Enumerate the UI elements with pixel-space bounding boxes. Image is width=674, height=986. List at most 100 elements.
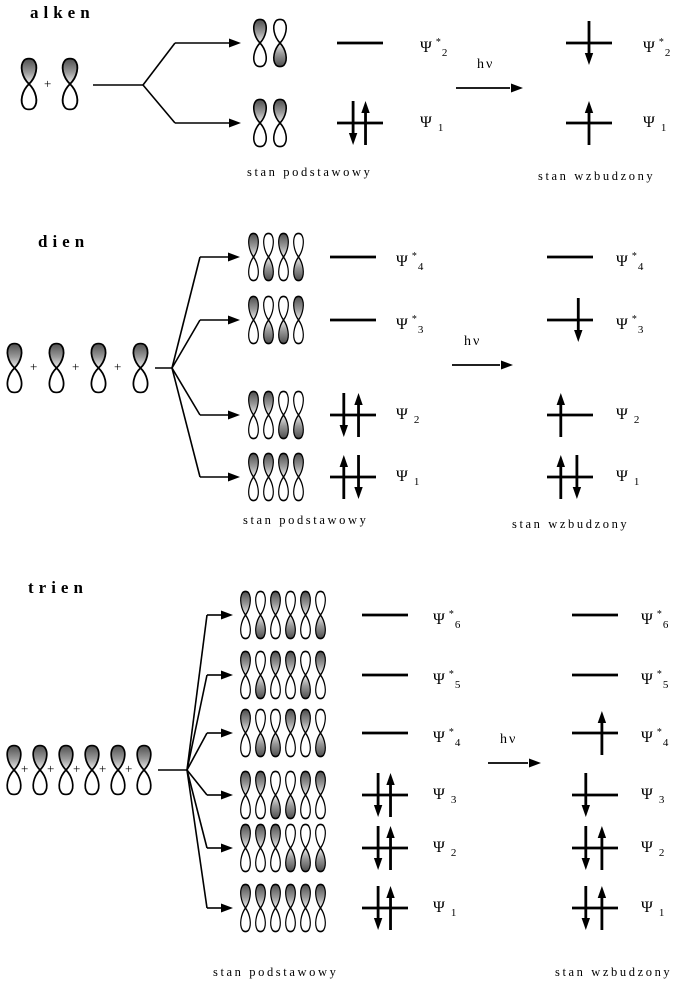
mo-orbital <box>300 770 311 820</box>
excited-orbital-label: Ψ*4 <box>641 722 668 754</box>
mo-orbital <box>255 823 266 873</box>
mo-orbital <box>270 708 281 758</box>
energy-level <box>572 711 618 755</box>
plus-sign: + <box>72 359 80 374</box>
electron-up-arrow <box>354 393 363 437</box>
electron-down-arrow <box>581 826 590 870</box>
hv-arrow <box>488 758 541 768</box>
alken-connectors <box>93 21 612 145</box>
orbital-index: 1 <box>450 907 457 919</box>
mo-orbital <box>270 650 281 700</box>
p-orbital <box>48 342 65 394</box>
p-orbital <box>136 744 152 796</box>
mo-orbital <box>270 770 281 820</box>
psi-symbol: Ψ <box>433 899 445 916</box>
energy-level <box>330 393 376 437</box>
electron-up-arrow <box>386 826 395 870</box>
electron-down-arrow <box>581 773 590 817</box>
mo-orbital <box>263 390 274 440</box>
p-orbital <box>58 744 74 796</box>
ground-state-caption: stan podstawowy <box>247 165 373 179</box>
dien-connectors <box>155 252 593 499</box>
energy-level <box>362 773 408 817</box>
hv-label: hν <box>477 57 495 72</box>
antibonding-star: * <box>448 727 454 738</box>
energy-level <box>330 455 376 499</box>
psi-symbol: Ψ <box>641 839 653 856</box>
mo-orbital <box>263 452 274 502</box>
section-title-alken: alken <box>30 3 95 22</box>
orbital-index: 3 <box>658 794 665 806</box>
electron-up-arrow <box>386 773 395 817</box>
mo-orbital <box>300 650 311 700</box>
mo-orbital <box>273 18 287 68</box>
mo-orbital <box>315 650 326 700</box>
plus-sign: + <box>30 359 38 374</box>
p-orbital <box>61 57 79 111</box>
mo-orbital <box>248 390 259 440</box>
energy-level <box>572 773 618 817</box>
section-title-trien: trien <box>28 578 88 597</box>
psi-symbol: Ψ <box>641 786 653 803</box>
trien-connectors <box>158 610 618 930</box>
orbital-index: 3 <box>637 324 644 336</box>
hv-arrow <box>452 360 513 370</box>
mo-orbital <box>315 823 326 873</box>
hv-label: hν <box>500 732 518 747</box>
psi-symbol: Ψ <box>641 611 653 628</box>
mo-orbital <box>255 590 266 640</box>
psi-symbol: Ψ <box>420 39 432 56</box>
electron-up-arrow <box>584 101 594 145</box>
antibonding-star: * <box>435 37 441 48</box>
antibonding-star: * <box>411 314 417 325</box>
mo-orbital <box>240 650 251 700</box>
mo-orbital <box>270 590 281 640</box>
mo-orbital <box>285 650 296 700</box>
psi-symbol: Ψ <box>643 39 655 56</box>
mo-orbital <box>293 390 304 440</box>
psi-symbol: Ψ <box>643 114 655 131</box>
p-orbital <box>84 744 100 796</box>
antibonding-star: * <box>656 727 662 738</box>
electron-down-arrow <box>354 455 363 499</box>
mo-orbital <box>263 295 274 345</box>
mo-orbital <box>255 770 266 820</box>
psi-symbol: Ψ <box>433 729 445 746</box>
mo-orbital <box>300 708 311 758</box>
mo-orbital <box>278 295 289 345</box>
mo-orbital <box>293 295 304 345</box>
electron-down-arrow <box>581 886 590 930</box>
mo-orbital <box>300 590 311 640</box>
p-orbital <box>6 744 22 796</box>
orbital-index: 4 <box>417 261 424 273</box>
electron-down-arrow <box>373 886 383 930</box>
mo-orbital <box>315 590 326 640</box>
electron-up-arrow <box>339 455 348 499</box>
plus-sign: + <box>47 761 55 776</box>
energy-level <box>547 298 593 342</box>
antibonding-star: * <box>656 669 662 680</box>
electron-up-arrow <box>556 393 565 437</box>
orbital-index: 2 <box>413 414 420 426</box>
excited-state-caption: stan wzbudzony <box>538 169 656 183</box>
hv-label: hν <box>464 334 482 349</box>
antibonding-star: * <box>658 37 664 48</box>
mo-orbital <box>285 823 296 873</box>
excited-state-caption: stan wzbudzony <box>512 517 630 531</box>
energy-level <box>362 826 408 870</box>
psi-symbol: Ψ <box>396 316 408 333</box>
hv-arrow <box>456 83 523 93</box>
psi-symbol: Ψ <box>641 671 653 688</box>
orbital-index: 6 <box>454 619 461 631</box>
plus-sign: + <box>114 359 122 374</box>
electron-up-arrow <box>597 711 607 755</box>
